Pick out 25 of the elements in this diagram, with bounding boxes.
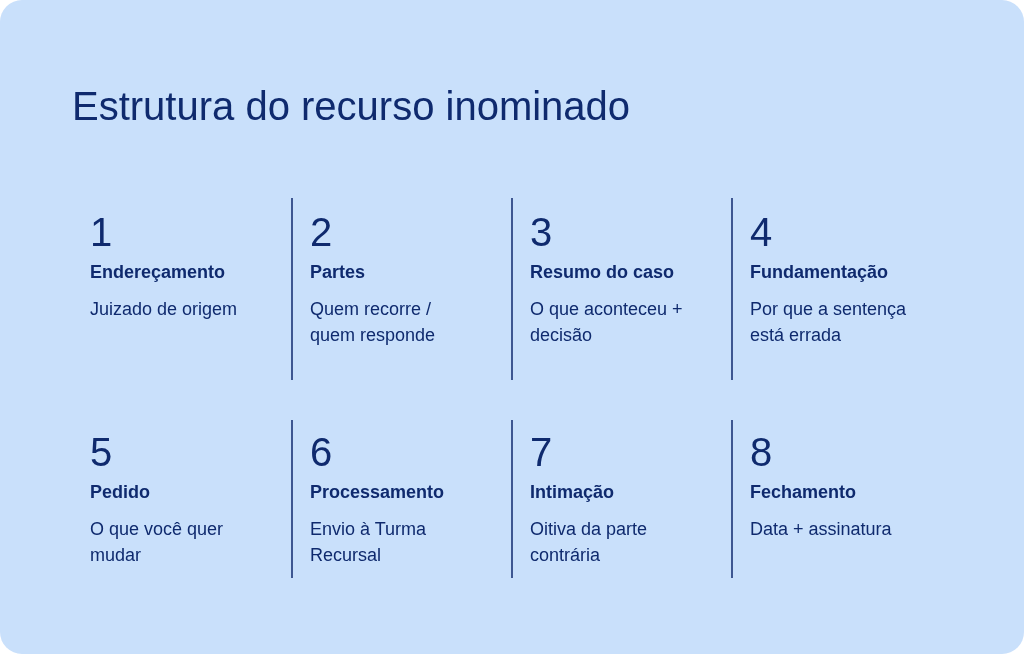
step-heading: Resumo do caso <box>530 262 675 284</box>
step-description: O que você quer mudar <box>90 518 225 567</box>
step-heading: Pedido <box>90 482 150 504</box>
step-heading: Endereçamento <box>90 262 226 284</box>
step-number: 2 <box>310 209 333 256</box>
step-number: 4 <box>750 209 773 256</box>
step-number: 7 <box>530 429 553 476</box>
step-heading: Fechamento <box>750 482 857 504</box>
step-number: 8 <box>750 429 773 476</box>
step-description: O que aconteceu + decisão <box>530 298 684 347</box>
step-description: Por que a sentença está errada <box>750 298 908 347</box>
step-number: 1 <box>90 209 113 256</box>
step-heading: Intimação <box>530 482 615 504</box>
step-number: 6 <box>310 429 333 476</box>
step-description: Envio à Turma Recursal <box>310 518 428 567</box>
step-heading: Fundamentação <box>750 262 889 284</box>
step-description: Oitiva da parte contrária <box>530 518 649 567</box>
step-description: Juizado de origem <box>90 298 239 321</box>
step-description: Data + assinatura <box>750 518 893 541</box>
title: Estrutura do recurso inominado <box>72 83 631 130</box>
step-number: 3 <box>530 209 553 256</box>
step-heading: Partes <box>310 262 366 284</box>
step-number: 5 <box>90 429 113 476</box>
step-description: Quem recorre / quem responde <box>310 298 437 347</box>
step-heading: Processamento <box>310 482 445 504</box>
